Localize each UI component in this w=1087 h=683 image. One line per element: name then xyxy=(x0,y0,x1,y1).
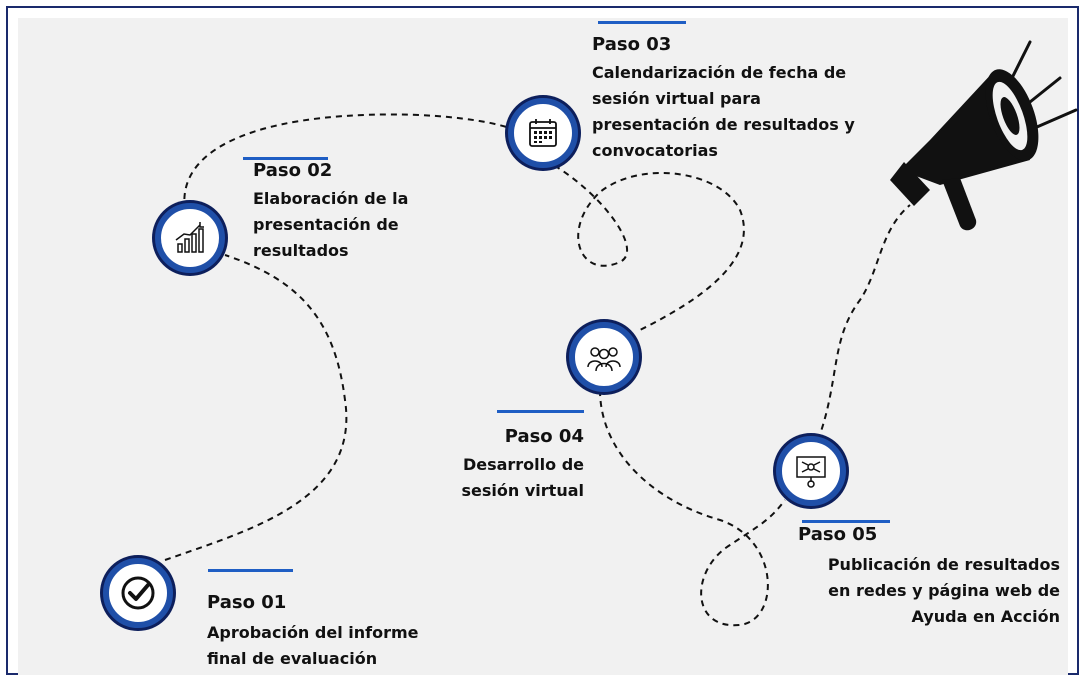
step-03-title: Paso 03 xyxy=(592,34,672,55)
step-02-node xyxy=(155,203,225,273)
step-01-node xyxy=(103,558,173,628)
step-05-bar xyxy=(802,520,890,523)
step-02-title: Paso 02 xyxy=(253,160,333,181)
step-05-line-2: en redes y página web de xyxy=(828,581,1060,600)
step-01-line-1: Aprobación del informe xyxy=(207,623,419,642)
step-05-node xyxy=(776,436,846,506)
step-03-line-3: presentación de resultados y xyxy=(592,115,855,134)
step-04-node xyxy=(569,322,639,392)
step-04-title: Paso 04 xyxy=(504,426,584,447)
step-03-line-4: convocatorias xyxy=(592,141,718,160)
step-05-description: Publicación de resultados en redes y pág… xyxy=(780,552,1060,630)
step-01-title: Paso 01 xyxy=(207,592,287,613)
step-01-line-2: final de evaluación xyxy=(207,649,378,668)
step-05-title: Paso 05 xyxy=(798,524,878,545)
step-03-line-1: Calendarización de fecha de xyxy=(592,63,847,82)
step-01-bar xyxy=(208,569,293,572)
step-03-node xyxy=(508,98,578,168)
people-group-icon xyxy=(587,347,621,372)
step-01-description: Aprobación del informe final de evaluaci… xyxy=(207,620,419,672)
step-04-line-1: Desarrollo de xyxy=(462,455,584,474)
step-04-line-2: sesión virtual xyxy=(461,481,584,500)
check-circle-icon xyxy=(121,576,155,610)
step-02-line-3: resultados xyxy=(253,241,349,260)
step-03-bar xyxy=(598,21,686,24)
step-02-description: Elaboración de la presentación de result… xyxy=(253,186,408,264)
step-03-description: Calendarización de fecha de sesión virtu… xyxy=(592,60,855,164)
calendar-icon xyxy=(529,119,557,147)
step-04-description: Desarrollo de sesión virtual xyxy=(400,452,584,504)
step-04-bar xyxy=(497,410,584,413)
step-02-line-1: Elaboración de la xyxy=(253,189,409,208)
presentation-board-icon xyxy=(796,456,826,488)
growth-chart-icon xyxy=(175,222,204,253)
step-05-line-3: Ayuda en Acción xyxy=(911,607,1060,626)
step-05-line-1: Publicación de resultados xyxy=(827,555,1060,574)
step-02-line-2: presentación de xyxy=(253,215,399,234)
step-02-bar xyxy=(243,157,328,160)
step-03-line-2: sesión virtual para xyxy=(592,89,761,108)
megaphone-icon xyxy=(890,40,1078,231)
